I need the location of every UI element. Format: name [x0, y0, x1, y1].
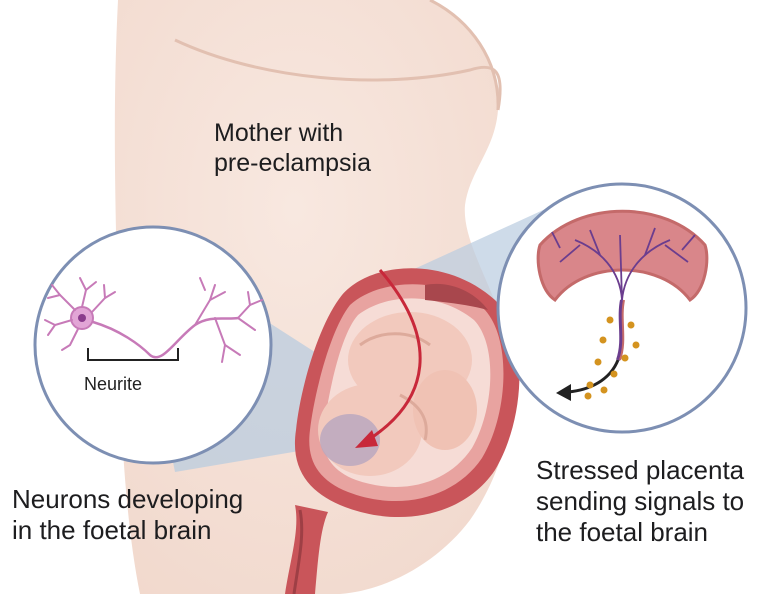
placenta-circle [498, 184, 746, 432]
placenta-label-line-3: the foetal brain [536, 517, 744, 548]
neurite-label: Neurite [84, 374, 142, 396]
mother-label-line-2: pre-eclampsia [214, 148, 371, 178]
placenta-label-line-1: Stressed placenta [536, 455, 744, 486]
neuron-circle [35, 227, 271, 463]
mother-label: Mother with pre-eclampsia [214, 118, 371, 178]
mother-label-line-1: Mother with [214, 118, 371, 148]
neuron-nucleus [78, 314, 86, 322]
placenta-label: Stressed placenta sending signals to the… [536, 455, 744, 549]
neurons-label-line-1: Neurons developing [12, 484, 243, 515]
neurons-label-line-2: in the foetal brain [12, 515, 243, 546]
placenta-label-line-2: sending signals to [536, 486, 744, 517]
neurons-label: Neurons developing in the foetal brain [12, 484, 243, 546]
